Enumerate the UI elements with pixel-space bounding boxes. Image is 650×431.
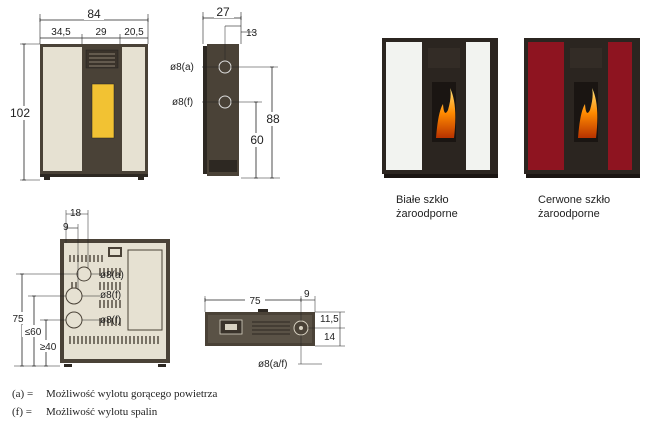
product-red [524,38,640,178]
rear-view: 18 9 ø8(a) ø8(f) ø8(f) 75 ≤60 ≥40 [10,208,170,367]
front-left-panel [43,47,82,171]
legend-item-a: (a) = Możliwość wylotu gorącego powietrza [12,388,217,400]
top-label-port: ø8(a/f) [258,359,287,370]
product-red-caption: Cerwone szkło żaroodporne [538,194,611,220]
product-red-left-glass [528,42,564,170]
dim-side-offset: 13 [246,28,258,39]
dim-top-14: 14 [324,332,336,343]
dim-rear-offset-18: 18 [70,208,82,219]
rear-port-a [76,266,92,282]
rear-label-port-f2: ø8(f) [100,315,121,326]
rear-port-f-upper [65,287,83,305]
rear-label-port-a: ø8(a) [100,270,124,281]
legend-key-a: (a) = [12,388,34,400]
rear-port-f-lower [65,311,83,329]
dim-top-width-75: 75 [249,296,261,307]
product-red-flame [578,88,598,138]
dim-front-left: 34,5 [51,27,71,38]
product-white-left-glass [386,42,422,170]
dim-front-middle: 29 [95,27,107,38]
dim-rear-height-75: 75 [12,314,24,325]
product-white-caption: Białe szkło żaroodporne [396,194,458,220]
side-port-a [218,60,232,74]
legend-text-f: Możliwość wylotu spalin [46,406,158,418]
dim-top-11-5: 11,5 [320,314,339,325]
legend-key-f: (f) = [12,406,32,418]
dim-rear-height-40: ≥40 [40,342,57,353]
product-red-right-glass [608,42,632,170]
dim-front-height: 102 [10,106,30,120]
dim-top-width-9: 9 [304,289,310,300]
dim-side-height-a: 88 [266,112,280,126]
dim-front-width: 84 [87,7,101,21]
side-label-port-a: ø8(a) [170,62,194,73]
front-fire-window [91,83,115,139]
dim-side-height-f: 60 [250,133,264,147]
front-view: 84 34,5 29 20,5 102 [6,7,149,181]
side-port-f [218,95,232,109]
rear-label-port-f1: ø8(f) [100,290,121,301]
side-label-port-f: ø8(f) [172,97,193,108]
side-view: 27 13 ø8(a) ø8(f) 88 60 [170,5,282,179]
legend-text-a: Możliwość wylotu gorącego powietrza [46,388,218,400]
dim-rear-offset-9: 9 [63,222,69,233]
product-white [382,38,498,178]
dim-side-depth: 27 [216,5,230,19]
top-view: 75 9 11,5 14 ø8(a/f) [204,289,345,370]
front-grille [85,49,119,69]
product-white-right-glass [466,42,490,170]
dim-front-right: 20,5 [124,27,144,38]
dim-rear-height-60: ≤60 [25,327,42,338]
legend-item-f: (f) = Możliwość wylotu spalin [12,406,157,418]
front-right-panel [122,47,145,171]
product-white-flame [436,88,456,138]
